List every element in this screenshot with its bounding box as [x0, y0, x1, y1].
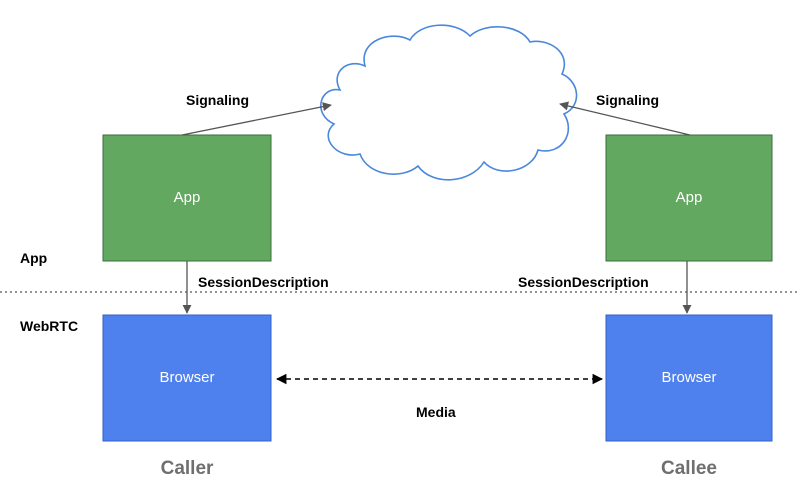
callee-signaling-arrow: [559, 101, 691, 136]
app-layer-label: App: [20, 250, 48, 266]
caller-signaling-arrow: [181, 102, 332, 136]
caller-role-label: Caller: [160, 458, 214, 479]
callee-role-label: Callee: [661, 458, 717, 479]
callee-app-label: App: [675, 189, 703, 206]
media-label: Media: [416, 404, 456, 420]
callee-signaling-label: Signaling: [596, 92, 659, 108]
callee-app-box: [605, 134, 773, 262]
caller-browser-label: Browser: [159, 369, 215, 386]
caller-signaling-label: Signaling: [186, 92, 249, 108]
caller-session-description-label: SessionDescription: [198, 274, 329, 290]
caller-browser-box: [102, 314, 272, 442]
caller-app-box: [102, 134, 272, 262]
callee-session-description-label: SessionDescription: [518, 274, 649, 290]
caller-app-label: App: [173, 189, 201, 206]
signaling-cloud: [320, 24, 578, 181]
callee-browser-box: [605, 314, 773, 442]
callee-browser-label: Browser: [661, 369, 717, 386]
webrtc-layer-label: WebRTC: [20, 318, 79, 334]
